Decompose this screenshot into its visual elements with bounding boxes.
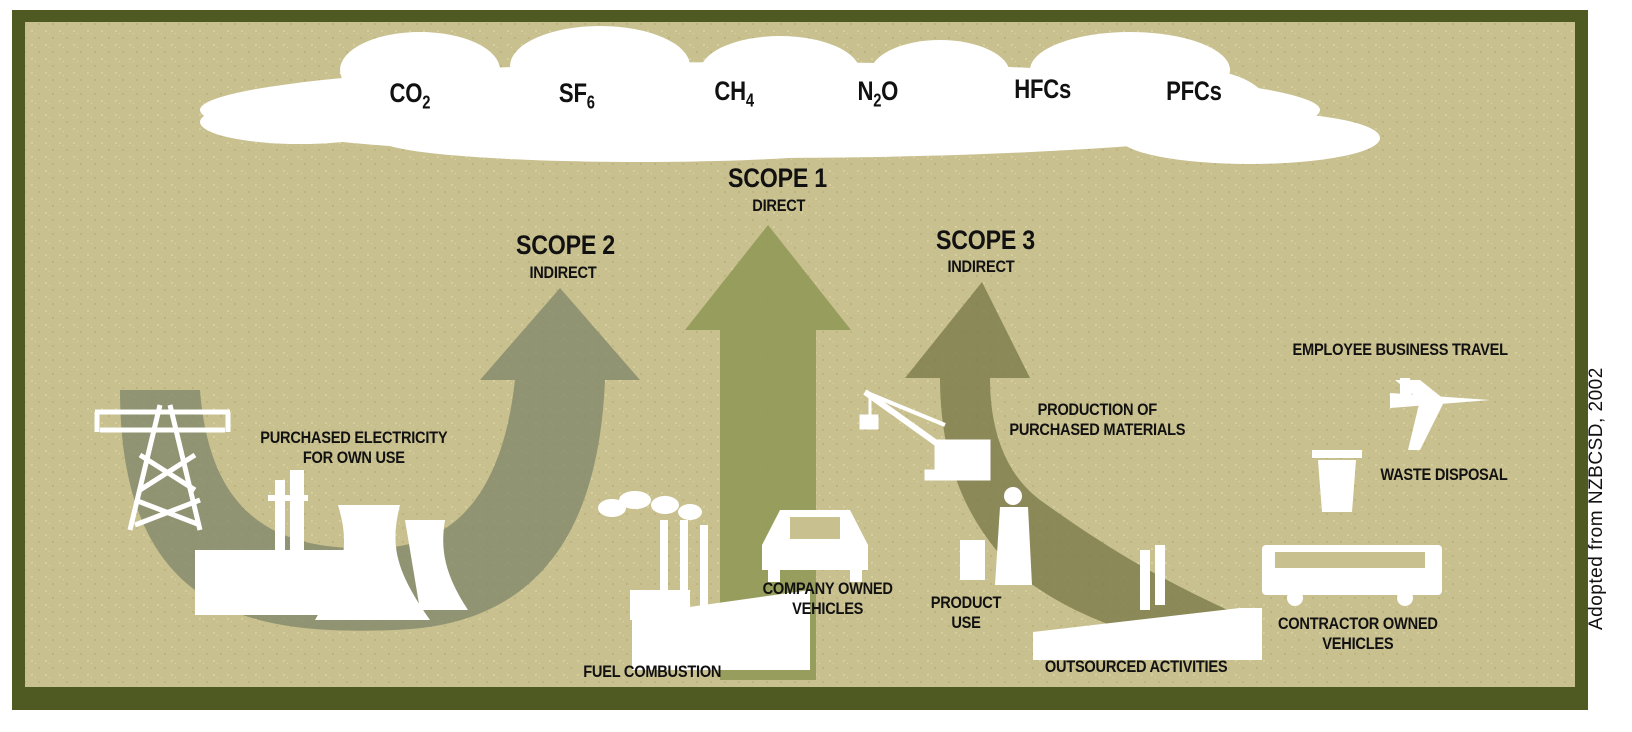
plane-icon [1390, 378, 1490, 450]
gas-label-pfcs: PFCs [1166, 76, 1222, 106]
gas-label-hfcs: HFCs [1014, 74, 1072, 104]
worker-icon [960, 487, 1032, 585]
scope3-arrow [905, 282, 1250, 660]
gas-label-co2: CO2 [389, 78, 431, 113]
scope1-title: SCOPE 1 [728, 163, 827, 193]
label-waste-disposal: WASTE DISPOSAL [1380, 465, 1508, 484]
car-icon [762, 510, 868, 582]
power-plant-icon [195, 470, 468, 620]
gas-label-n2o: N2O [857, 76, 899, 111]
factory-icon [598, 491, 810, 670]
source-credit: Adopted from NZBCSD, 2002 [1586, 367, 1607, 630]
label-employee-travel: EMPLOYEE BUSINESS TRAVEL [1292, 340, 1509, 359]
scope2-arrow [120, 288, 640, 631]
bus-icon [1262, 545, 1442, 606]
crane-icon [859, 389, 991, 481]
cloud-icon [200, 26, 1380, 164]
scope2-subtitle: INDIRECT [529, 263, 597, 282]
scope1-subtitle: DIRECT [752, 196, 806, 215]
scope3-title: SCOPE 3 [936, 225, 1035, 255]
scope3-subtitle: INDIRECT [947, 257, 1015, 276]
trash-bin-icon [1312, 450, 1362, 512]
warehouse-icon [1033, 545, 1262, 660]
gas-label-ch4: CH4 [714, 76, 754, 111]
gas-label-sf6: SF6 [558, 78, 595, 113]
label-fuel-combustion: FUEL COMBUSTION [583, 662, 722, 681]
pylon-icon [94, 404, 231, 531]
label-outsourced-activities: OUTSOURCED ACTIVITIES [1044, 657, 1228, 676]
scope2-title: SCOPE 2 [516, 230, 615, 260]
